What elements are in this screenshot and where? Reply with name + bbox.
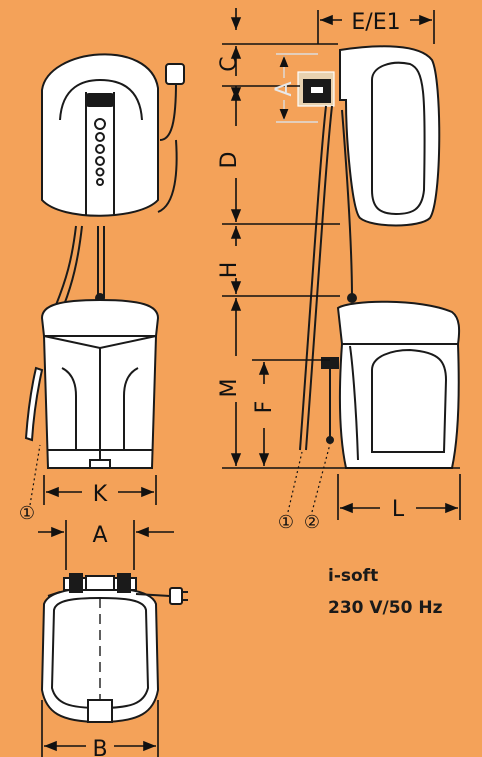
callout-1-side: ① [278, 512, 294, 533]
side-hoses [299, 105, 357, 451]
callout-1-front: ① [19, 503, 35, 524]
dim-l [337, 474, 461, 520]
front-hoses [55, 225, 105, 306]
front-controller [41, 53, 185, 217]
dim-k [43, 475, 157, 505]
top-view [40, 573, 188, 724]
front-tank [24, 298, 160, 469]
model-name: i-soft [328, 566, 379, 586]
label-f: F [252, 401, 277, 414]
label-a-side: A [272, 81, 297, 96]
label-e: E/E1 [351, 10, 400, 35]
callout-1-leader [29, 444, 41, 506]
dim-f [252, 359, 330, 466]
callout-2-leader [311, 443, 331, 513]
display-icon [85, 93, 115, 107]
callout-2: ② [304, 512, 320, 533]
side-tank [321, 300, 461, 469]
power-rating: 230 V/50 Hz [328, 598, 443, 618]
dim-a-side [276, 53, 318, 123]
top-plug-icon [169, 587, 183, 605]
label-m: M [217, 379, 242, 398]
label-k: K [93, 482, 108, 507]
label-c: C [217, 56, 242, 71]
dim-b [41, 700, 159, 757]
label-b: B [92, 737, 107, 757]
side-controller [297, 45, 441, 227]
dim-e [317, 10, 435, 44]
label-a-top: A [92, 523, 107, 548]
plug-icon [165, 63, 185, 85]
label-h: H [217, 262, 242, 279]
label-d: D [217, 152, 242, 169]
dim-a [38, 520, 174, 570]
label-l: L [392, 497, 405, 522]
dim-chain-vertical [222, 8, 460, 469]
callout-1-side-leader [287, 451, 303, 513]
